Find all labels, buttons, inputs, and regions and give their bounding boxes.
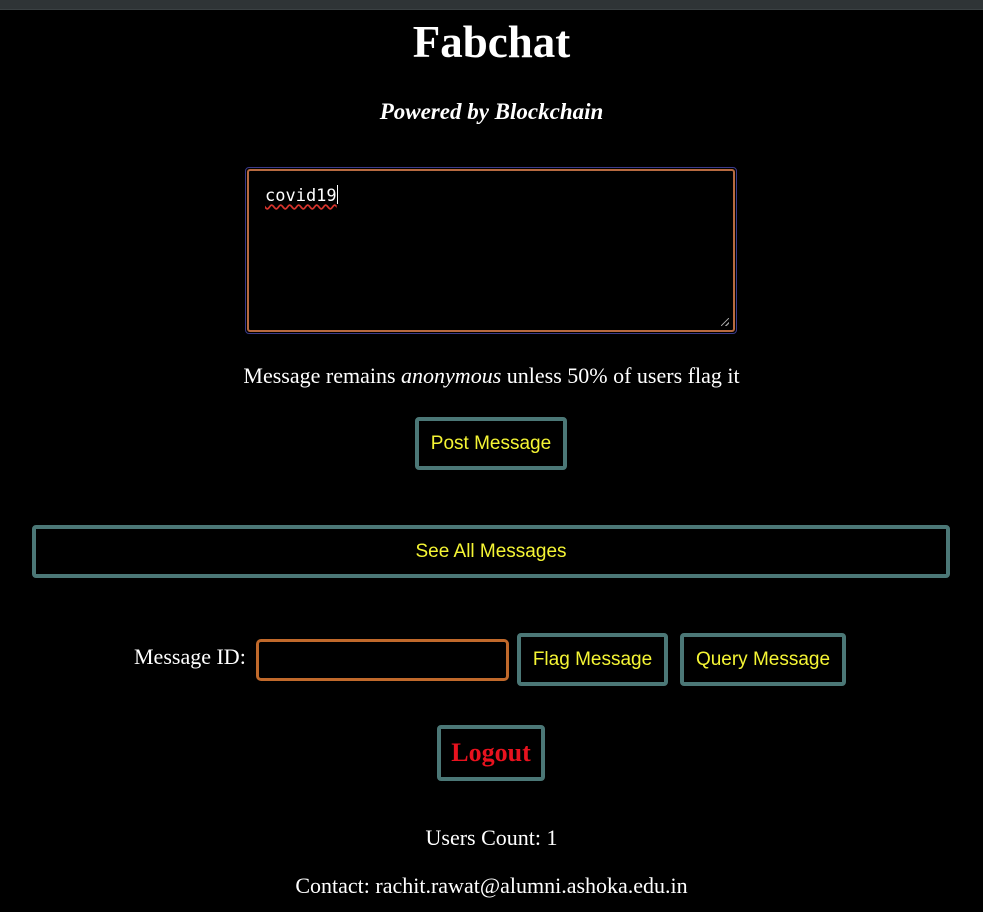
page-subtitle: Powered by Blockchain (379, 99, 604, 124)
browser-top-bar (0, 0, 983, 10)
logout-button[interactable]: Logout (437, 725, 545, 781)
users-count-label: Users Count: (425, 825, 547, 850)
message-textarea[interactable]: covid19 (247, 169, 735, 332)
users-count: Users Count: 1 (0, 824, 983, 852)
anonymity-note-emphasis: anonymous (401, 363, 502, 388)
contact-email: rachit.rawat@alumni.ashoka.edu.in (375, 873, 688, 898)
message-id-input[interactable] (256, 639, 509, 681)
contact-line: Contact: rachit.rawat@alumni.ashoka.edu.… (0, 872, 983, 900)
anonymity-note-prefix: Message remains (243, 363, 402, 388)
message-id-label: Message ID: (134, 644, 246, 669)
query-message-button[interactable]: Query Message (680, 633, 846, 686)
flag-message-button[interactable]: Flag Message (517, 633, 668, 686)
message-textarea-value: covid19 (265, 186, 337, 206)
message-textarea-frame: covid19 (245, 167, 737, 334)
see-all-messages-button[interactable]: See All Messages (32, 525, 950, 578)
anonymity-note-suffix: unless 50% of users flag it (501, 363, 740, 388)
users-count-value: 1 (546, 825, 558, 850)
contact-label: Contact: (295, 873, 376, 898)
resize-grip-icon[interactable] (721, 318, 729, 326)
anonymity-note: Message remains anonymous unless 50% of … (0, 362, 983, 390)
page-title: Fabchat (412, 17, 571, 67)
post-message-button[interactable]: Post Message (415, 417, 567, 470)
text-caret (336, 185, 338, 204)
